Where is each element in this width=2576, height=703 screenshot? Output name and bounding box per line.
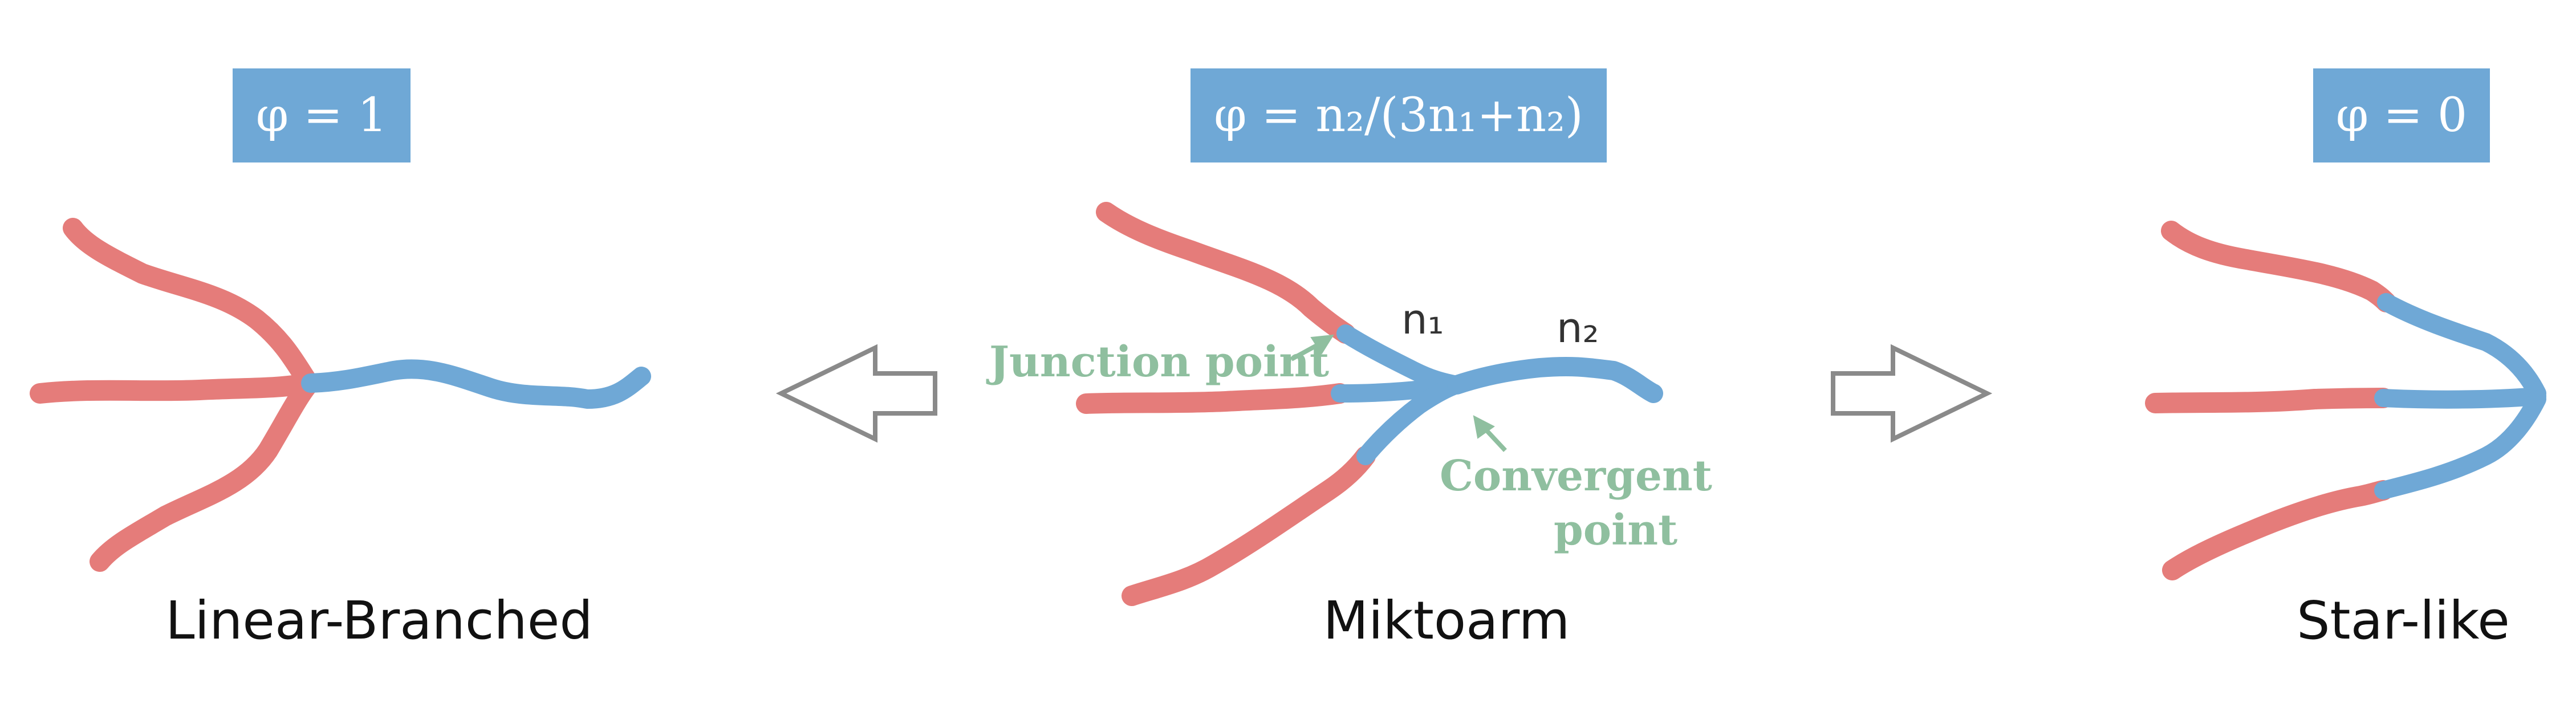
blue-tail <box>1447 356 1663 403</box>
caption-star-like: Star-like <box>2297 590 2510 651</box>
convergent-label-line2: point <box>1554 506 1677 555</box>
label-n2: n₂ <box>1557 304 1599 352</box>
label-n1: n₁ <box>1401 295 1444 343</box>
formula-badge-right: φ = 0 <box>2313 68 2490 162</box>
blue-arm-middle-segment <box>2374 387 2546 409</box>
caption-miktoarm: Miktoarm <box>1323 590 1570 651</box>
formula-badge-middle: φ = n₂/(3n₁+n₂) <box>1191 68 1607 162</box>
blue-arm-top-segment <box>2377 293 2546 403</box>
red-arm-top <box>63 218 318 392</box>
red-arm-middle <box>1076 383 1350 414</box>
red-arm-top <box>2161 221 2396 312</box>
red-arm-bottom <box>90 375 318 572</box>
junction-pointer <box>1290 334 1334 361</box>
molecule-linear-branched <box>30 218 651 572</box>
blue-arm <box>301 359 651 409</box>
red-arm-bottom <box>2162 480 2394 580</box>
red-arm-top <box>1096 202 1356 344</box>
blue-arm-bottom-segment <box>1356 376 1466 465</box>
convergent-pointer <box>1473 415 1507 452</box>
red-arm-middle <box>2145 388 2394 413</box>
caption-linear-branched: Linear-Branched <box>165 590 593 651</box>
blue-arm-bottom-segment <box>2374 390 2546 499</box>
panel-linear-branched: φ = 1 Linear-Branched <box>0 0 855 703</box>
convergent-label-line1: Convergent <box>1440 452 1712 501</box>
formula-badge-left: φ = 1 <box>233 68 411 162</box>
red-arm-bottom <box>1122 446 1376 606</box>
junction-point-label: Junction point <box>986 338 1329 387</box>
red-arm-middle <box>30 373 318 404</box>
